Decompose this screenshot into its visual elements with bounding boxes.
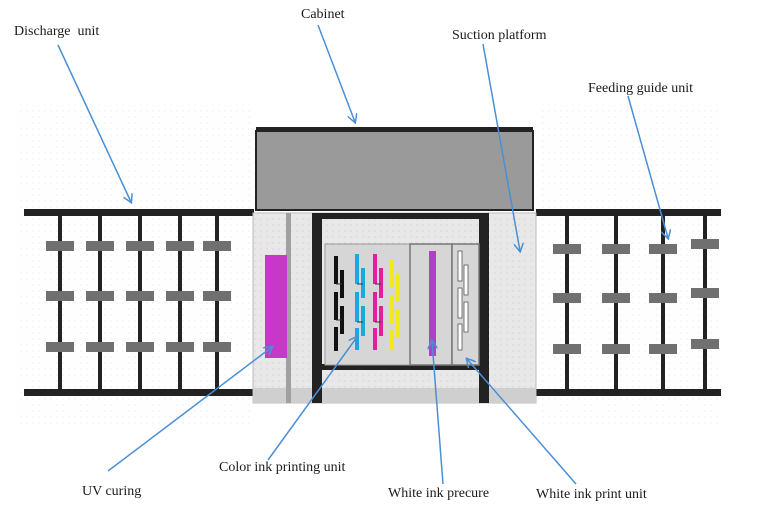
platform-divider-left [286,213,291,403]
label-suction-platform: Suction platform [452,28,547,43]
discharge-rung [138,215,142,390]
white-ink-precure-unit [409,243,453,366]
cabinet [255,127,534,211]
discharge-clips [46,241,231,352]
feeding-background [540,105,720,425]
uv-curing-lamp [265,255,287,358]
label-discharge-unit: Discharge unit [14,24,100,39]
arrow-white-ink-precure [432,341,444,485]
carriage-crossbar-top [312,213,489,219]
feeding-top-rail [536,209,721,216]
precure-lamp [429,251,436,356]
white-printhead [457,250,469,351]
discharge-rung [58,215,62,390]
discharge-top-rail [24,209,254,216]
arrow-cabinet [317,24,355,122]
label-uv-curing: UV curing [82,484,142,499]
arrow-color-ink-printing-unit [267,337,357,461]
label-white-ink-precure: White ink precure [388,486,490,501]
feeding-rung [703,215,707,390]
label-white-ink-print-unit: White ink print unit [536,487,647,502]
discharge-rung [215,215,219,390]
feeding-clips [553,239,719,354]
white-ink-print-unit [451,243,480,366]
platform-bottom-band [253,388,536,403]
callout-arrows [57,24,668,485]
yellow-printhead [390,260,400,350]
magenta-printhead [373,254,383,350]
carriage-post-left [312,213,322,403]
discharge-bottom-rail [24,389,254,396]
discharge-rung [178,215,182,390]
head-connectors [336,283,381,323]
arrow-white-ink-print-unit [467,359,577,485]
feeding-bottom-rail [536,389,721,396]
carriage-post-right [479,213,489,403]
feeding-guide-unit [536,209,721,396]
label-cabinet: Cabinet [301,7,345,22]
carriage-crossbar-bottom [312,364,489,370]
discharge-rung [98,215,102,390]
arrow-uv-curing [107,347,272,472]
arrow-feeding-guide-unit [627,95,668,238]
arrow-suction-platform [482,43,520,251]
label-feeding-guide-unit: Feeding guide unit [588,81,693,96]
arrow-discharge-unit [57,44,131,202]
color-ink-printing-unit [324,243,411,366]
discharge-unit [24,209,254,396]
label-color-ink-printing-unit: Color ink printing unit [219,460,346,475]
